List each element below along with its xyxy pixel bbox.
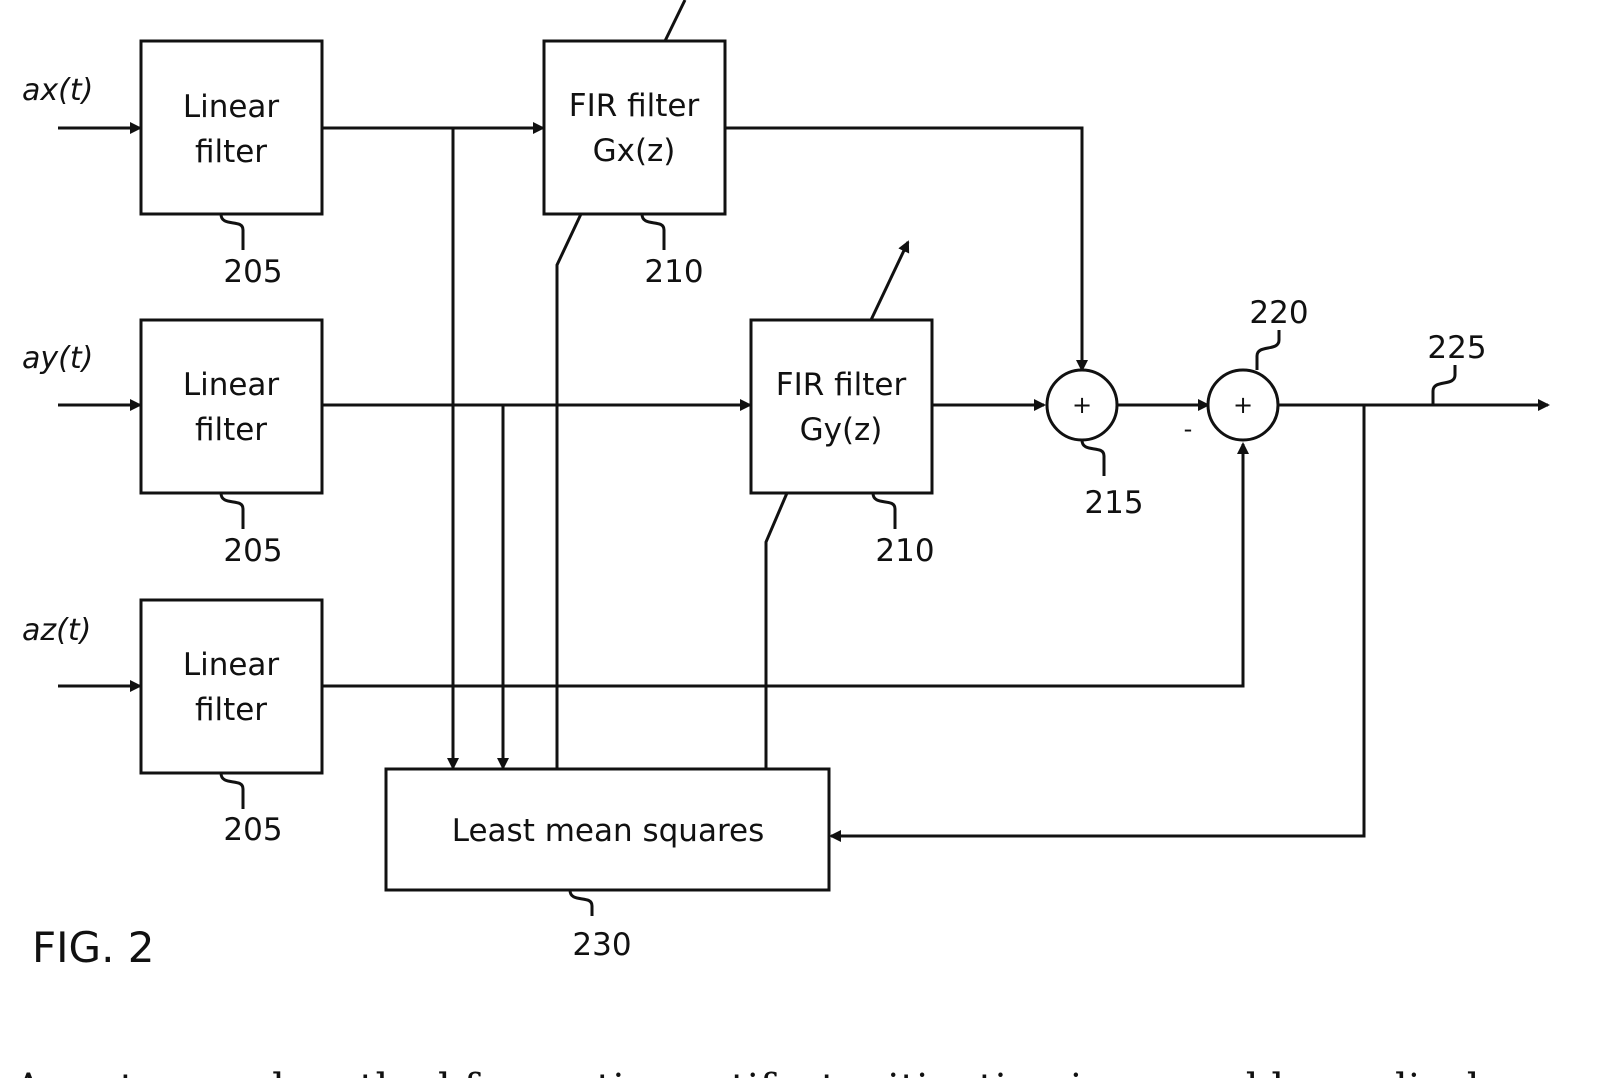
ref-205-b: 205 xyxy=(223,533,282,569)
linear-filter-y-line1: Linear xyxy=(183,367,280,403)
leader-210-b xyxy=(873,493,895,529)
leader-205-a xyxy=(221,214,243,250)
leader-210-a xyxy=(642,214,664,250)
linear-filter-x: Linear filter xyxy=(141,41,322,214)
lms-block: Least mean squares xyxy=(386,769,829,890)
footer-text-line: A system and method for motion artifact … xyxy=(13,1066,1617,1078)
linear-filter-x-line2: filter xyxy=(195,134,267,170)
ref-220: 220 xyxy=(1249,295,1308,331)
leader-205-b xyxy=(221,493,243,529)
input-az-label: az(t) xyxy=(22,613,91,648)
ref-230: 230 xyxy=(572,927,631,963)
sum2-minus-sign: - xyxy=(1184,415,1193,443)
input-ay-label: ay(t) xyxy=(22,341,93,376)
linear-filter-z-line1: Linear xyxy=(183,647,280,683)
ref-210-b: 210 xyxy=(875,533,934,569)
ref-225: 225 xyxy=(1427,330,1486,366)
fir-filter-gy: FIR filter Gy(z) xyxy=(751,320,932,493)
linear-filter-y: Linear filter xyxy=(141,320,322,493)
fir-filter-gx: FIR filter Gx(z) xyxy=(544,41,725,214)
figure-label: FIG. 2 xyxy=(32,923,155,972)
ref-205-c: 205 xyxy=(223,812,282,848)
sum-junction-215: + xyxy=(1047,370,1117,440)
linear-filter-x-line1: Linear xyxy=(183,89,280,125)
leader-220 xyxy=(1257,330,1279,370)
leader-215 xyxy=(1082,440,1104,476)
ref-215: 215 xyxy=(1084,485,1143,521)
fir-filter-gx-line1: FIR filter xyxy=(569,88,700,124)
adapt-arrow-gx xyxy=(665,0,685,41)
linear-filter-y-line2: filter xyxy=(195,412,267,448)
sum1-plus: + xyxy=(1072,391,1092,419)
fir-filter-gx-line2: Gx(z) xyxy=(593,133,676,169)
sum-junction-220: + xyxy=(1208,370,1278,440)
leader-205-c xyxy=(221,773,243,809)
leader-225 xyxy=(1433,365,1455,405)
leader-230 xyxy=(570,890,592,916)
wire-lms-to-gy xyxy=(766,493,787,769)
ref-210-a: 210 xyxy=(644,254,703,290)
linear-filter-z-line2: filter xyxy=(195,692,267,728)
sum2-plus: + xyxy=(1233,391,1253,419)
input-ax-label: ax(t) xyxy=(22,73,93,108)
lms-label: Least mean squares xyxy=(452,813,764,849)
ref-205-a: 205 xyxy=(223,254,282,290)
fir-filter-gy-line1: FIR filter xyxy=(776,367,907,403)
adapt-arrow-gy xyxy=(871,242,908,320)
linear-filter-z: Linear filter xyxy=(141,600,322,773)
fir-filter-gy-line2: Gy(z) xyxy=(800,412,883,448)
